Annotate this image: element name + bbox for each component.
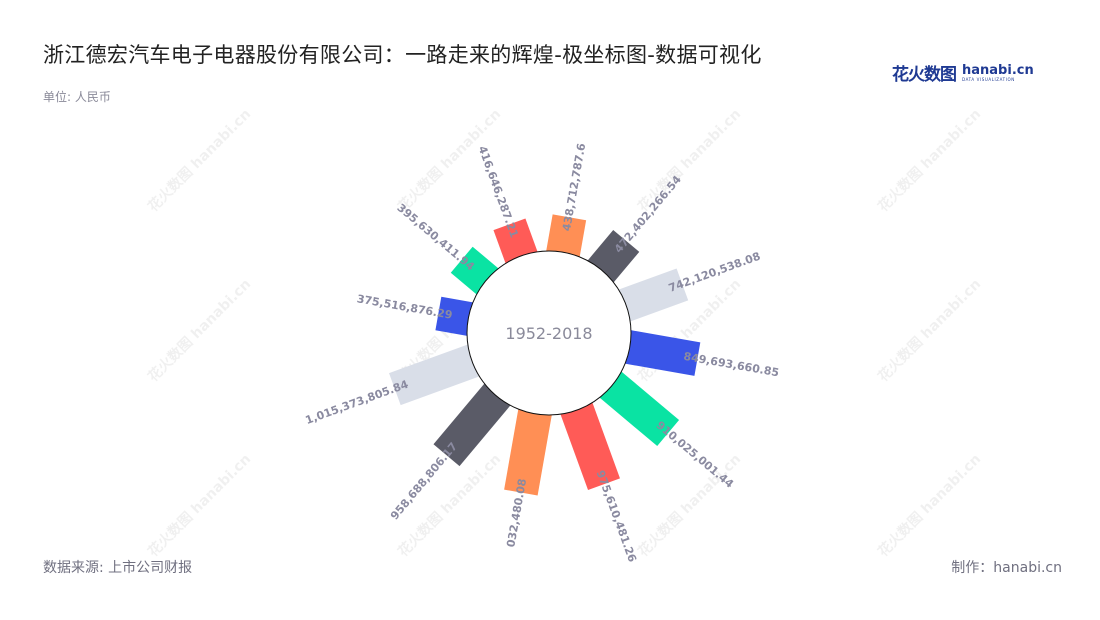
logo-cn-text: 花火数图 — [892, 65, 957, 85]
center-label: 1952-2018 — [505, 324, 592, 343]
bar-value-label: 438,712,787.6 — [560, 142, 588, 232]
bar-value-label: 472,402,266.54 — [612, 173, 684, 256]
logo-en-text: hanabi.cn — [962, 62, 1034, 78]
center-circle — [466, 250, 632, 416]
bar-value-label: 416,646,287.21 — [476, 144, 521, 239]
polar-bar[interactable] — [616, 268, 689, 323]
brand-logo[interactable]: 花火数图 hanabi.cn DATA VISUALIZATION — [892, 60, 1034, 86]
polar-bar[interactable] — [622, 329, 701, 376]
polar-bar[interactable] — [597, 370, 680, 446]
bar-value-label: 975,610,481.26 — [594, 469, 639, 565]
logo-sub-text: DATA VISUALIZATION — [962, 76, 1015, 82]
unit-label: 单位: 人民币 — [43, 90, 111, 104]
polar-bar[interactable] — [545, 214, 587, 260]
bar-value-label: 1,015,373,805.84 — [304, 378, 411, 427]
bar-value-label: 375,516,876.29 — [356, 292, 454, 322]
data-source: 数据来源: 上市公司财报 — [43, 560, 193, 576]
bar-value-label: 395,630,411.94 — [394, 201, 477, 273]
bar-value-label: 910,025,001.44 — [654, 419, 737, 491]
polar-bar[interactable] — [433, 381, 512, 467]
polar-bar[interactable] — [559, 400, 620, 490]
bar-value-label: 958,688,806.17 — [388, 440, 460, 522]
maker-credit[interactable]: 制作：hanabi.cn — [951, 560, 1062, 576]
chart-title: 浙江德宏汽车电子电器股份有限公司：一路走来的辉煌-极坐标图-数据可视化 — [43, 43, 762, 67]
polar-bar[interactable] — [504, 406, 553, 496]
bar-value-label: 849,693,660.85 — [683, 350, 781, 380]
polar-bar[interactable] — [389, 343, 482, 406]
bar-value-label: 742,120,538.08 — [667, 250, 762, 295]
logo-en-block: hanabi.cn DATA VISUALIZATION — [962, 64, 1034, 82]
polar-bar[interactable] — [435, 296, 476, 337]
